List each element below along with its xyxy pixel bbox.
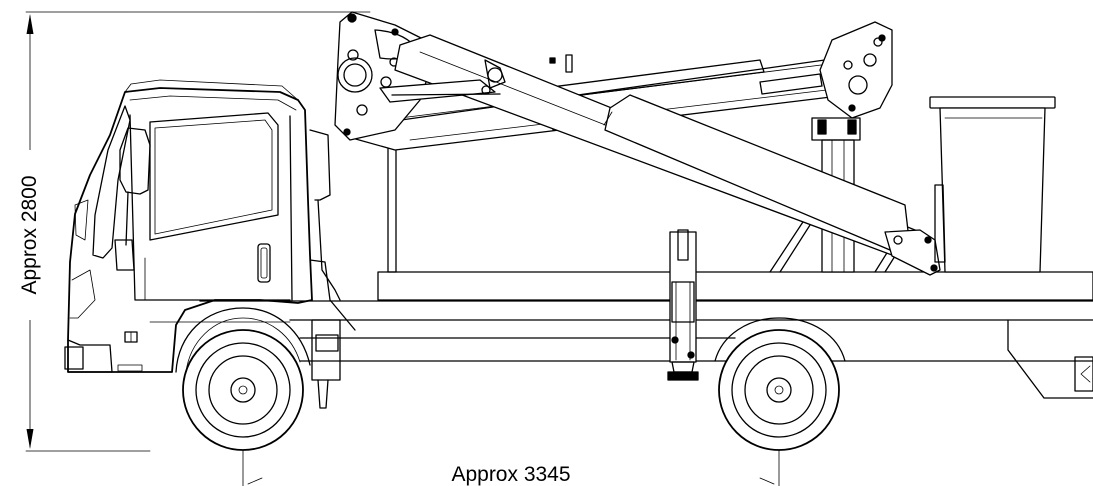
truck-cab — [64, 79, 356, 409]
height-dimension: Approx 2800 — [18, 11, 371, 452]
height-label: Approx 2800 — [18, 175, 41, 294]
wheelbase-label: Approx 3345 — [451, 463, 570, 486]
front-wheel — [182, 329, 304, 451]
hydraulic-valve-block — [311, 319, 341, 381]
deck-platform — [377, 271, 1093, 301]
lower-boom — [334, 11, 941, 276]
wheelbase-arrow-left — [247, 477, 263, 485]
rear-wheel — [718, 329, 840, 451]
outrigger-leg — [667, 229, 699, 381]
aerial-bucket — [929, 96, 1056, 273]
rear-toolbox — [1074, 356, 1093, 392]
wheelbase-dimension: Approx 3345 — [242, 391, 780, 486]
height-arrow-bottom — [26, 429, 34, 449]
rear-wheel-arch — [714, 317, 846, 362]
wheelbase-arrow-right — [759, 477, 775, 485]
height-arrow-top — [26, 14, 34, 34]
